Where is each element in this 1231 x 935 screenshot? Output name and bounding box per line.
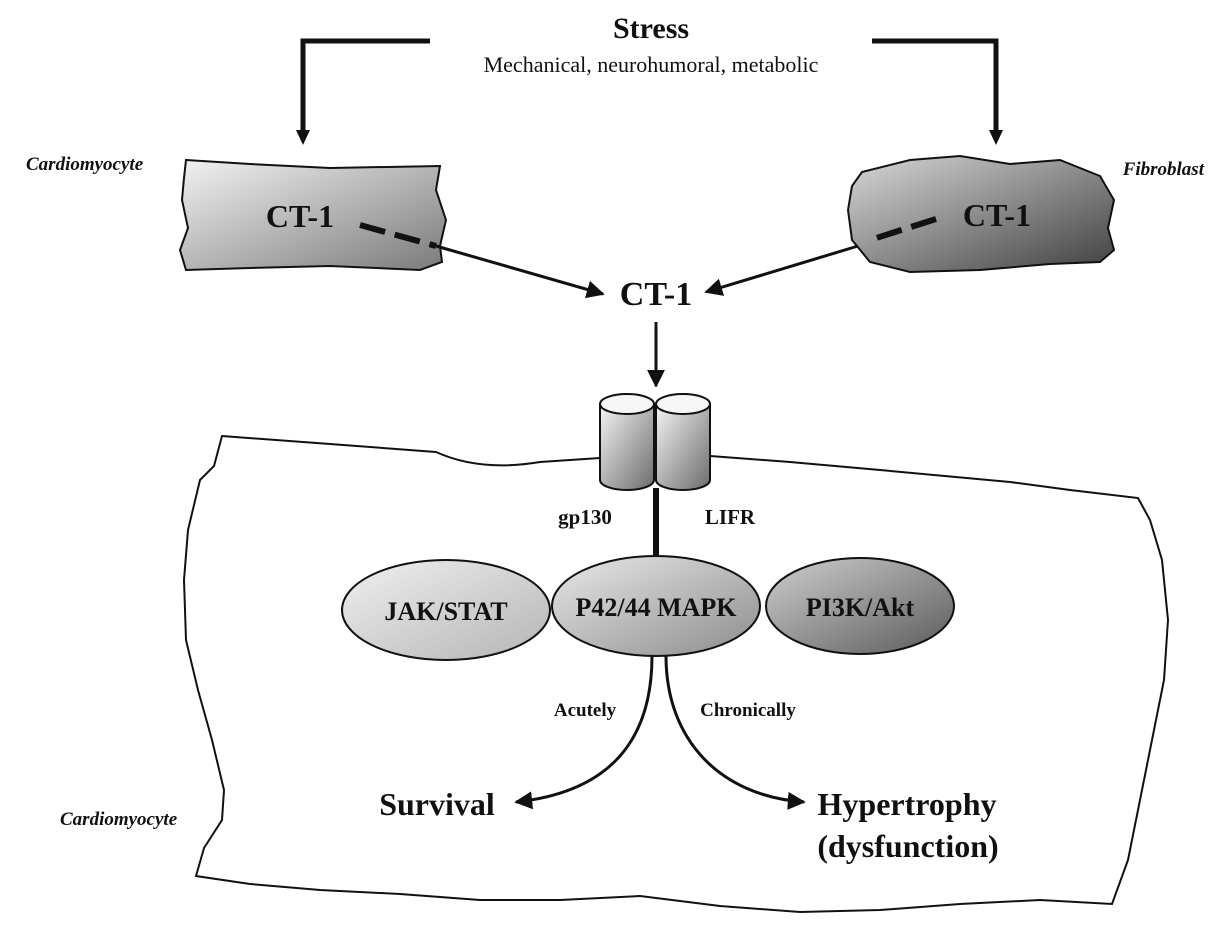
lifr-label: LIFR — [705, 505, 756, 529]
jak-stat-label: JAK/STAT — [384, 597, 507, 626]
pi3k-akt-oval — [765, 557, 955, 655]
acute-survival-arrow — [514, 655, 654, 810]
fibroblast-cell-shape — [846, 154, 1116, 274]
fibroblast-label: Fibroblast — [1122, 159, 1205, 180]
secreted-ct1-label: CT-1 — [620, 276, 692, 313]
p42-44-mapk-label: P42/44 MAPK — [575, 593, 737, 622]
gp130-label: gp130 — [558, 505, 612, 529]
receptor-gp130-cylinder — [599, 393, 655, 491]
fibroblast-secretion-dash — [869, 216, 937, 243]
cardiomyocyte-membrane — [182, 434, 1170, 914]
survival-label: Survival — [379, 786, 495, 822]
cardiomyocyte-ct1-label: CT-1 — [266, 198, 334, 234]
cardiomyocyte-secretion-dash — [359, 222, 437, 249]
receptor-lifr-cylinder — [655, 393, 711, 491]
stress-arrowhead-right — [989, 130, 1003, 145]
pi3k-akt-label: PI3K/Akt — [806, 593, 915, 622]
cardiomyocyte-cell-shape — [178, 158, 448, 272]
cardiomyocyte-label-bottom: Cardiomyocyte — [60, 809, 178, 830]
p42-44-mapk-oval — [551, 555, 761, 657]
jak-stat-oval — [341, 559, 551, 661]
fibroblast-ct1-label: CT-1 — [963, 197, 1031, 233]
stress-bracket-right — [872, 38, 999, 134]
acutely-label: Acutely — [554, 700, 617, 721]
dysfunction-label: (dysfunction) — [817, 828, 998, 864]
stress-subtitle: Mechanical, neurohumoral, metabolic — [484, 52, 819, 77]
stress-title: Stress — [613, 12, 689, 45]
cardiomyocyte-to-ct1-arrow — [435, 244, 605, 299]
stress-bracket-left — [300, 38, 430, 134]
fibroblast-to-ct1-arrow — [704, 244, 859, 296]
chronic-hypertrophy-arrow — [664, 655, 806, 810]
chronically-label: Chronically — [700, 700, 796, 721]
hypertrophy-label: Hypertrophy — [818, 786, 997, 822]
stress-arrowhead-left — [296, 130, 310, 145]
cardiomyocyte-label-top: Cardiomyocyte — [26, 154, 144, 175]
